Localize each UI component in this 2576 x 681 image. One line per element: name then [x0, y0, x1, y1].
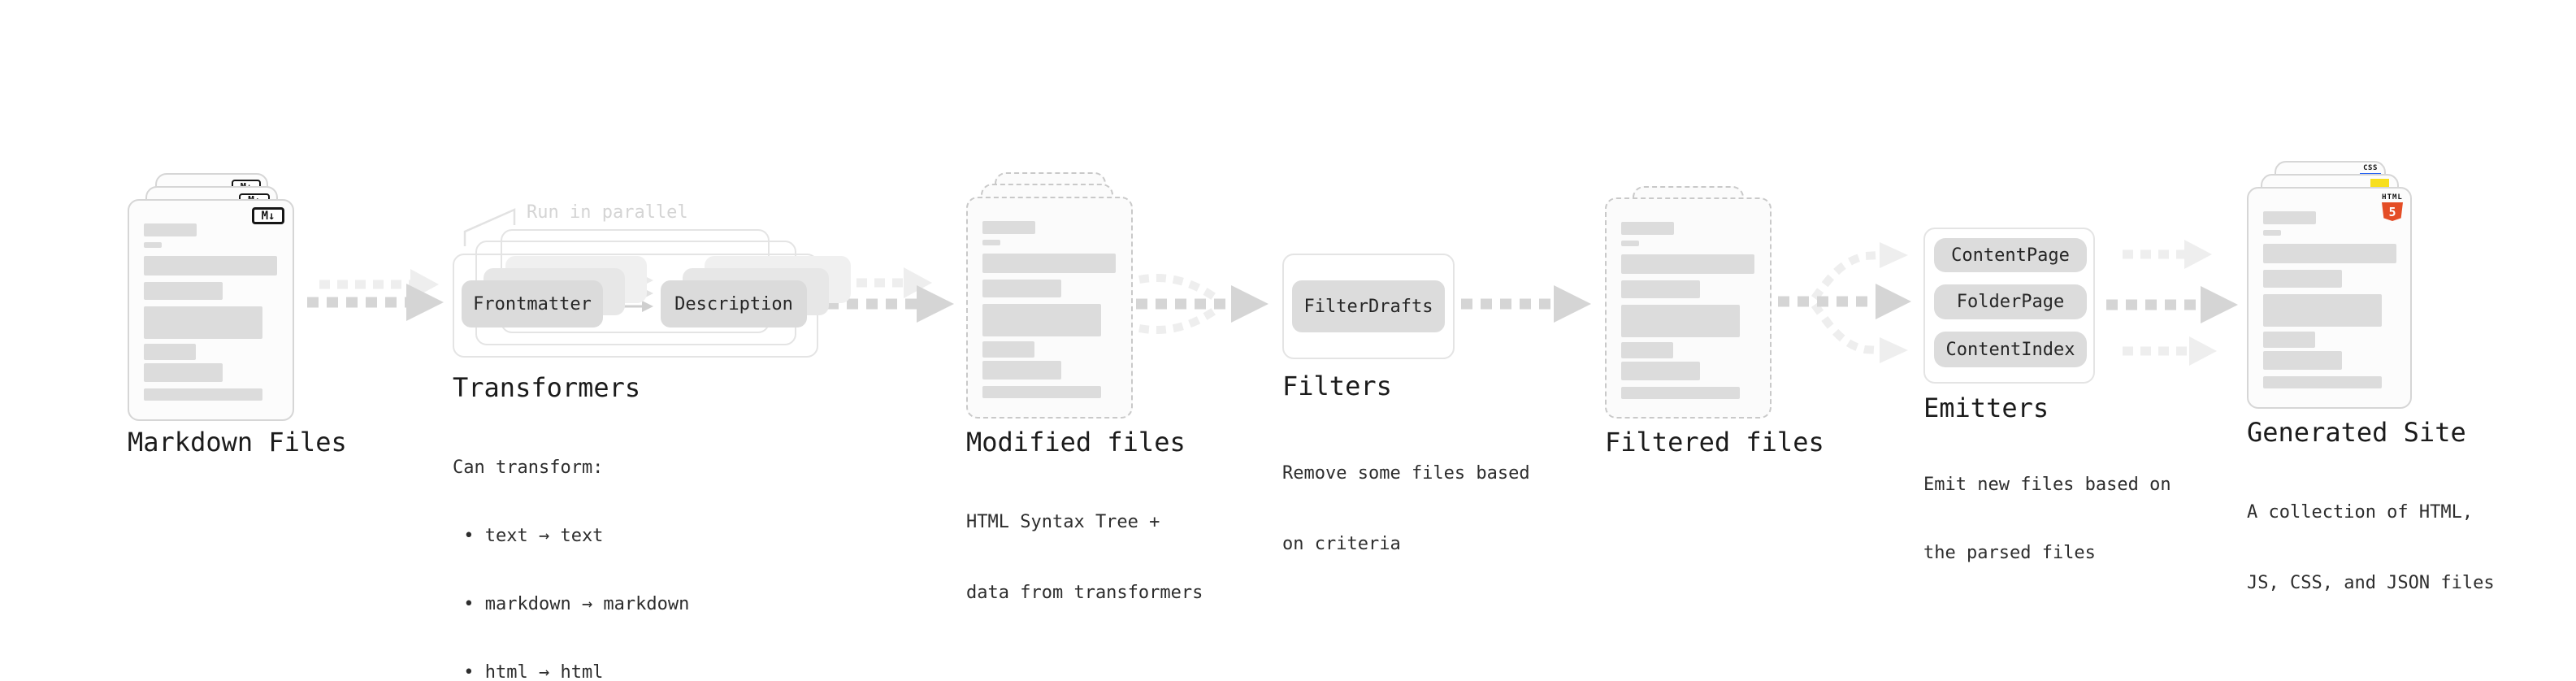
run-in-parallel-callout-line [463, 208, 516, 246]
skeleton-bar [144, 256, 277, 275]
js-file-icon [2370, 179, 2389, 188]
skeleton-bar [144, 363, 223, 382]
contentindex-box: ContentIndex [1934, 332, 2087, 367]
desc-line: data from transformers [966, 583, 1203, 603]
desc-line: JS, CSS, and JSON files [2247, 573, 2495, 593]
skeleton-bar [144, 242, 162, 248]
skeleton-bar [2263, 230, 2281, 236]
label-filters: Filters [1282, 371, 1392, 401]
folderpage-box: FolderPage [1934, 284, 2087, 319]
skeleton-bar [982, 240, 1000, 245]
html5-icon: HTML 5 [2380, 193, 2405, 221]
arrow-modified-to-filters [1136, 274, 1268, 334]
desc-line: • html → html [453, 662, 604, 681]
desc-line: Remove some files based [1282, 463, 1530, 484]
skeleton-bar [2263, 244, 2396, 263]
transformers-description: Can transform: • text → text • markdown … [453, 411, 689, 681]
skeleton-bar [1621, 362, 1700, 380]
emitters-description: Emit new files based on the parsed files [1923, 428, 2171, 610]
desc-line: • markdown → markdown [453, 594, 690, 614]
skeleton-bar [982, 361, 1061, 380]
skeleton-bar [982, 304, 1101, 336]
skeleton-bar [2263, 270, 2342, 288]
skeleton-bar [982, 254, 1116, 273]
skeleton-bar [982, 341, 1034, 358]
desc-line: the parsed files [1923, 543, 2096, 563]
arrow-markdown-to-transformers [307, 269, 444, 321]
skeleton-bar [144, 344, 196, 360]
file-card-front: M↓ [128, 199, 294, 421]
skeleton-bar [1621, 241, 1639, 246]
label-filtered-files: Filtered files [1605, 427, 1824, 458]
skeleton-bar [1621, 254, 1754, 274]
desc-line: Can transform: [453, 458, 604, 478]
skeleton-bar [144, 306, 262, 339]
skeleton-bar [1621, 222, 1674, 235]
skeleton-bar [2263, 351, 2342, 370]
skeleton-bar [1621, 342, 1673, 358]
arrow-filtered-to-emitters [1778, 242, 1911, 363]
label-transformers: Transformers [453, 372, 641, 403]
skeleton-bar [144, 282, 223, 300]
arrow-emitters-to-generated [2106, 240, 2238, 366]
label-generated-site: Generated Site [2247, 417, 2466, 448]
skeleton-bar [144, 223, 197, 236]
markdown-icon: M↓ [252, 207, 284, 224]
skeleton-bar [1621, 387, 1740, 399]
arrow-filters-to-filtered [1461, 285, 1591, 323]
generated-site-description: A collection of HTML, JS, CSS, and JSON … [2247, 453, 2495, 642]
skeleton-bar [2263, 294, 2382, 327]
file-card-front [966, 197, 1133, 419]
skeleton-bar [2263, 376, 2382, 388]
skeleton-bar [1621, 305, 1740, 337]
description-box: Description [661, 280, 807, 327]
skeleton-bar [2263, 332, 2315, 348]
frontmatter-box: Frontmatter [462, 280, 603, 327]
label-markdown-files: Markdown Files [128, 427, 347, 458]
desc-line: • text → text [453, 526, 604, 546]
label-emitters: Emitters [1923, 393, 2049, 423]
skeleton-bar [982, 386, 1101, 398]
run-in-parallel-label: Run in parallel [527, 202, 688, 223]
skeleton-bar [982, 221, 1035, 234]
desc-line: A collection of HTML, [2247, 502, 2474, 523]
skeleton-bar [144, 388, 262, 401]
file-card-front [1605, 197, 1772, 419]
contentpage-box: ContentPage [1934, 238, 2087, 272]
filterdrafts-box: FilterDrafts [1292, 280, 1445, 332]
desc-line: Emit new files based on [1923, 475, 2171, 495]
arrow-transformers-to-modified [827, 267, 954, 323]
filters-description: Remove some files based on criteria [1282, 414, 1530, 603]
skeleton-bar [1621, 280, 1700, 298]
desc-line: HTML Syntax Tree + [966, 512, 1160, 532]
skeleton-bar [982, 280, 1061, 297]
file-card-front: HTML 5 [2247, 187, 2412, 409]
modified-files-description: HTML Syntax Tree + data from transformer… [966, 463, 1203, 652]
desc-line: on criteria [1282, 534, 1401, 554]
skeleton-bar [2263, 211, 2316, 224]
label-modified-files: Modified files [966, 427, 1186, 458]
